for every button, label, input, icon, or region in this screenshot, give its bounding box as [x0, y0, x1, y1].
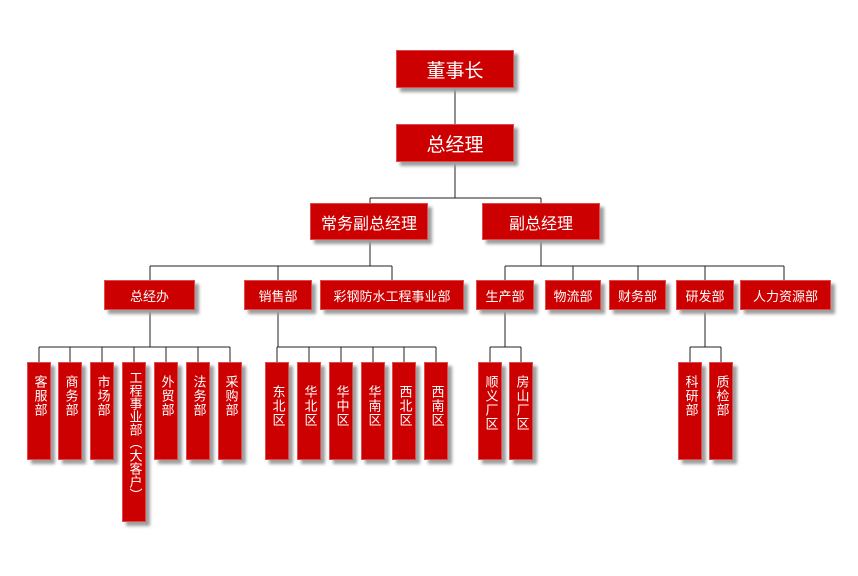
region-central-box: 华中区 [329, 362, 353, 460]
foreign-trade-box: 外贸部 [154, 362, 178, 460]
business-dept-box: 商务部 [58, 362, 82, 460]
logistics-dept-box: 物流部 [545, 280, 601, 310]
region-south-box: 华南区 [361, 362, 385, 460]
sales-dept-box: 销售部 [244, 280, 312, 310]
purchasing-dept-box: 采购部 [218, 362, 242, 460]
general-manager-box: 总经理 [396, 124, 514, 162]
marketing-dept-box: 市场部 [90, 362, 114, 460]
engineering-division-box: 工程事业部（大客户） [122, 362, 146, 522]
deputy-gm-box: 副总经理 [482, 203, 600, 240]
fangshan-plant-box: 房山厂区 [509, 362, 533, 460]
legal-dept-box: 法务部 [186, 362, 210, 460]
chairman-box: 董事长 [396, 50, 514, 88]
region-north-box: 华北区 [297, 362, 321, 460]
finance-dept-box: 财务部 [609, 280, 666, 310]
rnd-dept-box: 研发部 [676, 280, 734, 310]
general-office-box: 总经办 [104, 280, 195, 310]
hr-dept-box: 人力资源部 [740, 280, 831, 310]
production-dept-box: 生产部 [476, 280, 534, 310]
region-southwest-box: 西南区 [424, 362, 448, 460]
research-dept-box: 科研部 [678, 362, 702, 460]
region-northeast-box: 东北区 [265, 362, 289, 460]
shunyi-plant-box: 顺义厂区 [478, 362, 502, 460]
region-northwest-box: 西北区 [392, 362, 416, 460]
executive-deputy-gm-box: 常务副总经理 [310, 203, 428, 240]
steel-waterproof-division-box: 彩钢防水工程事业部 [320, 280, 464, 310]
quality-inspection-box: 质检部 [709, 362, 733, 460]
customer-service-box: 客服部 [27, 362, 51, 460]
